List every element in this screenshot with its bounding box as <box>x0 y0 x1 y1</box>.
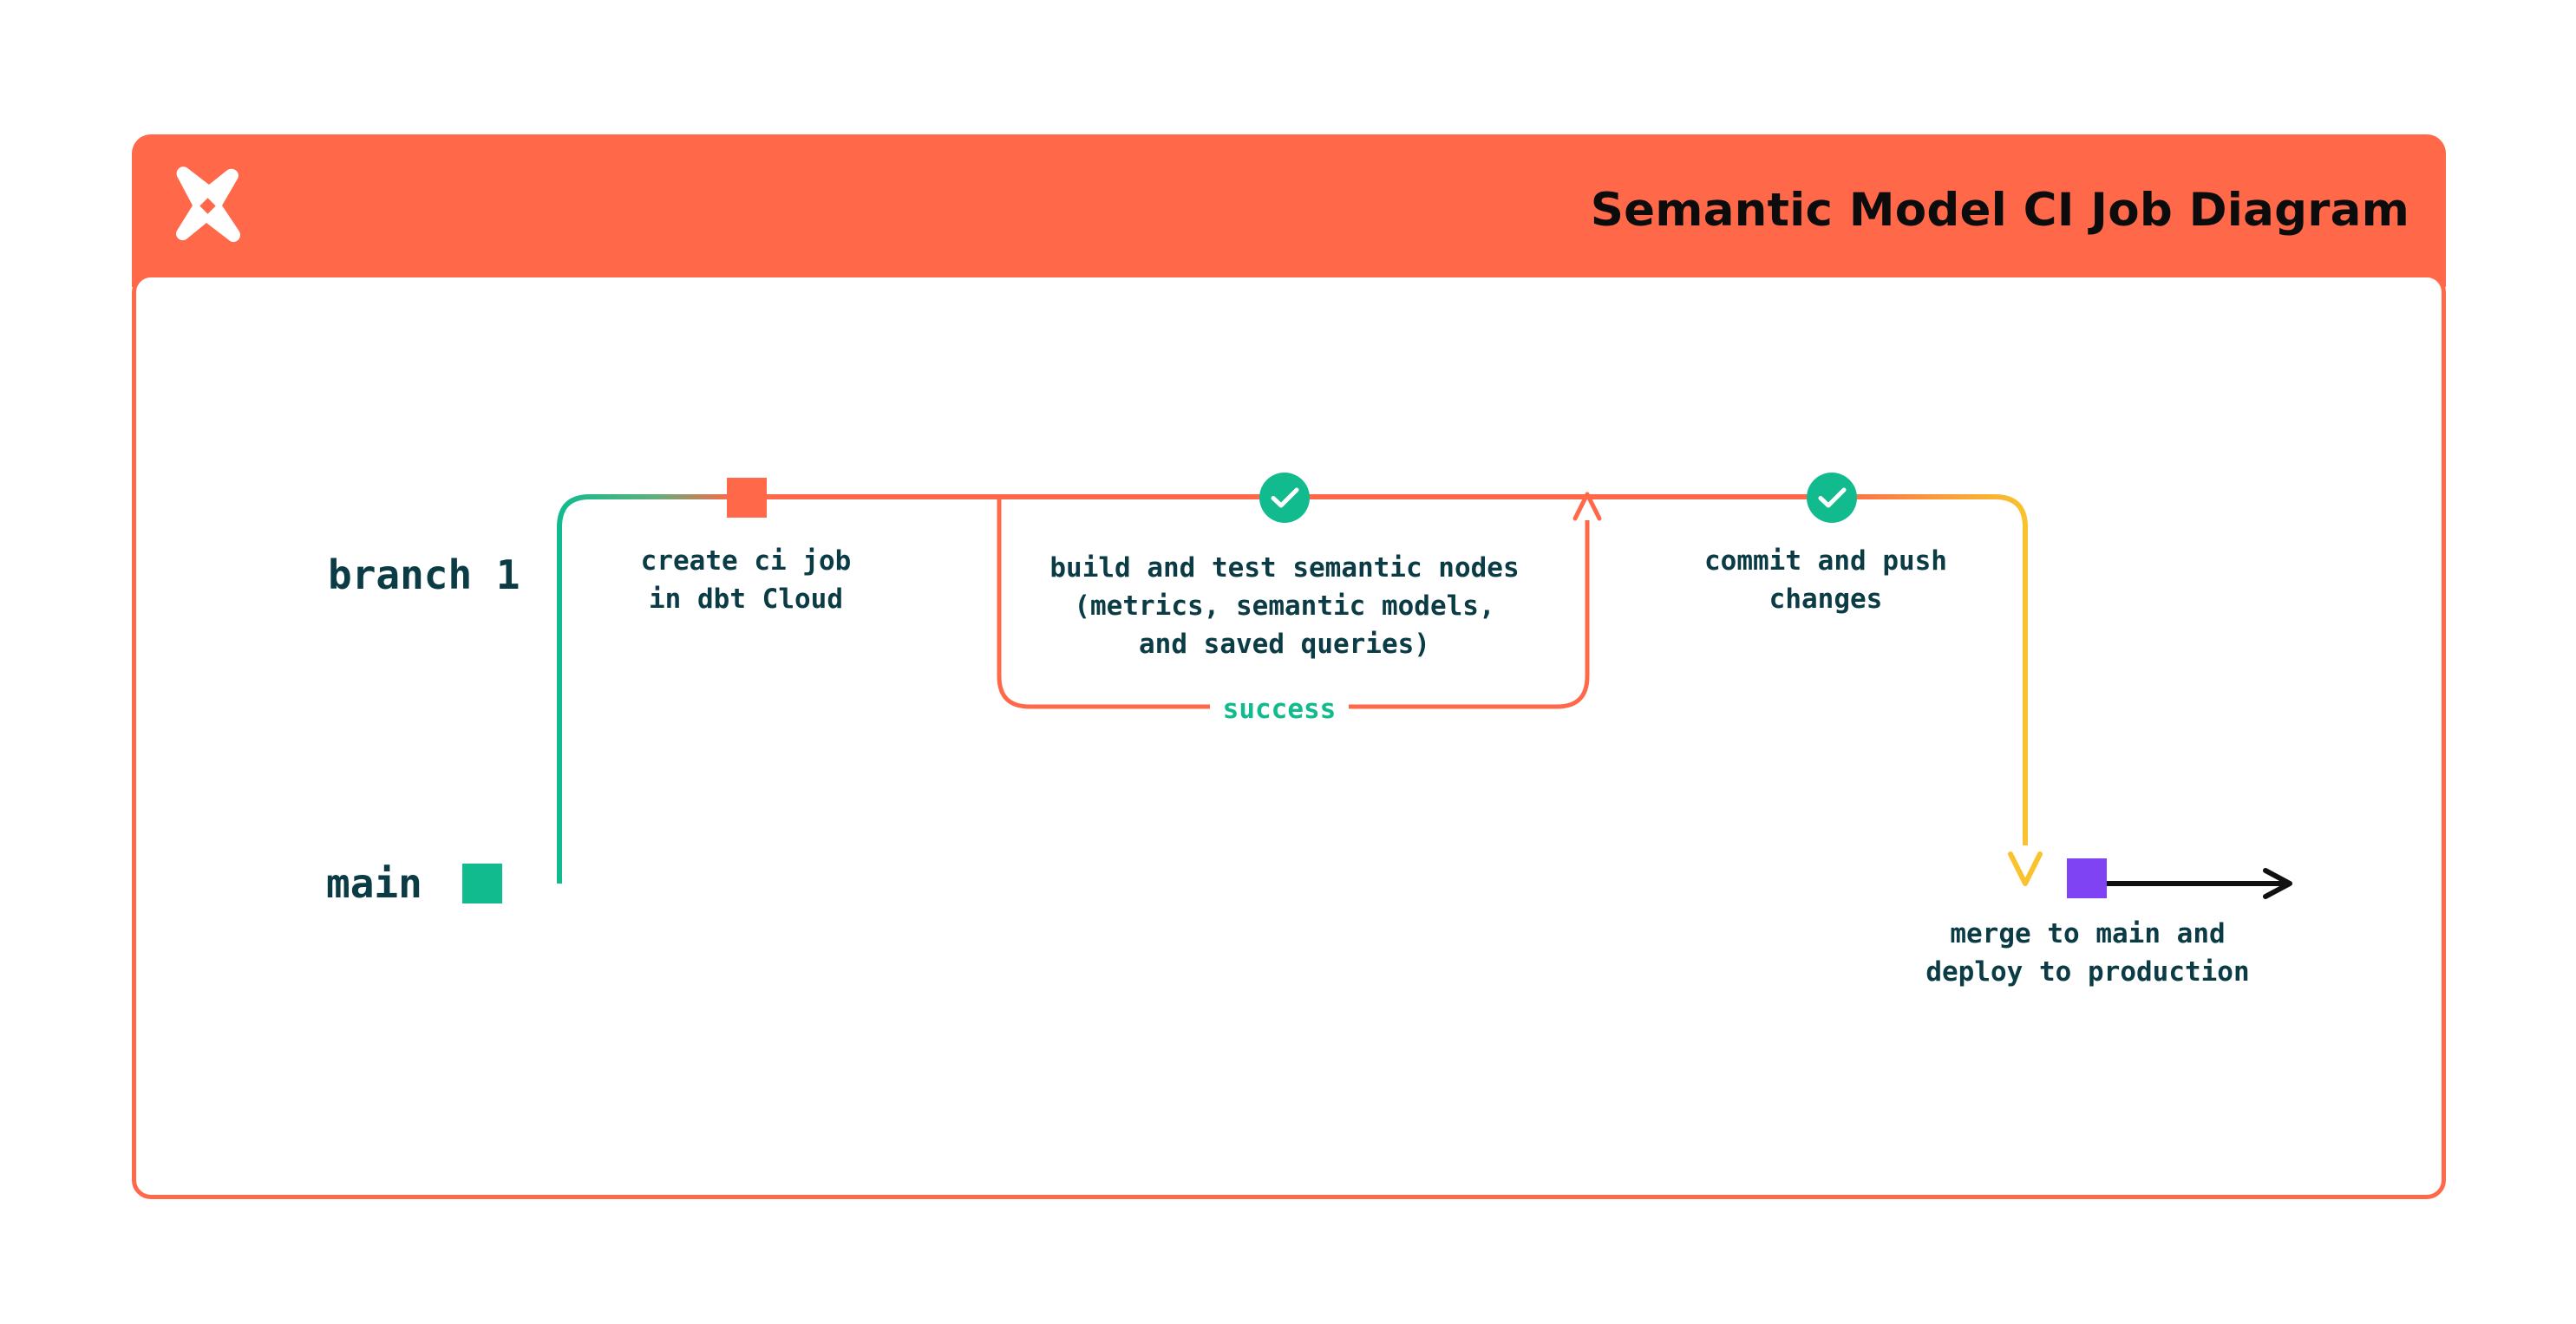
card-body <box>132 273 2446 1199</box>
diagram-card: Semantic Model CI Job Diagram <box>132 134 2446 1199</box>
checkmark-icon <box>1818 487 1847 508</box>
caption-create-ci-job: create ci job in dbt Cloud <box>640 545 852 615</box>
page-title: Semantic Model CI Job Diagram <box>1590 184 2409 237</box>
caption-build-and-test: build and test semantic nodes (metrics, … <box>1049 552 1520 660</box>
node-commit-and-push[interactable] <box>1807 473 1857 523</box>
node-create-ci-job[interactable] <box>727 478 767 518</box>
node-merge-to-main[interactable] <box>2067 858 2107 898</box>
checkmark-icon <box>1271 487 1299 508</box>
dbt-logo-icon <box>161 160 253 252</box>
node-main-start[interactable] <box>462 864 502 903</box>
loop-label-success: success <box>1210 694 1349 725</box>
lane-label-branch-1: branch 1 <box>328 551 520 598</box>
node-build-and-test[interactable] <box>1259 473 1310 523</box>
caption-commit-and-push: commit and push changes <box>1704 545 1947 615</box>
caption-merge-to-main: merge to main and deploy to production <box>1925 918 2250 988</box>
card-header: Semantic Model CI Job Diagram <box>132 134 2446 287</box>
lane-label-main: main <box>326 860 422 907</box>
